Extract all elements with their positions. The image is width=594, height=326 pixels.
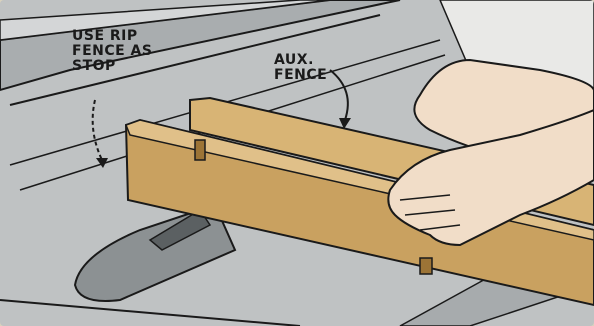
label-line: FENCE AS <box>72 44 152 59</box>
rip-fence-stop-label: USE RIP FENCE AS STOP <box>72 29 152 74</box>
fence-notch-bottom <box>420 258 432 274</box>
label-line: FENCE <box>274 68 327 83</box>
aux-fence-label: AUX. FENCE <box>274 53 327 83</box>
label-line: STOP <box>72 59 152 74</box>
fence-notch-top <box>195 140 205 160</box>
label-line: AUX. <box>274 53 327 68</box>
label-line: USE RIP <box>72 29 152 44</box>
